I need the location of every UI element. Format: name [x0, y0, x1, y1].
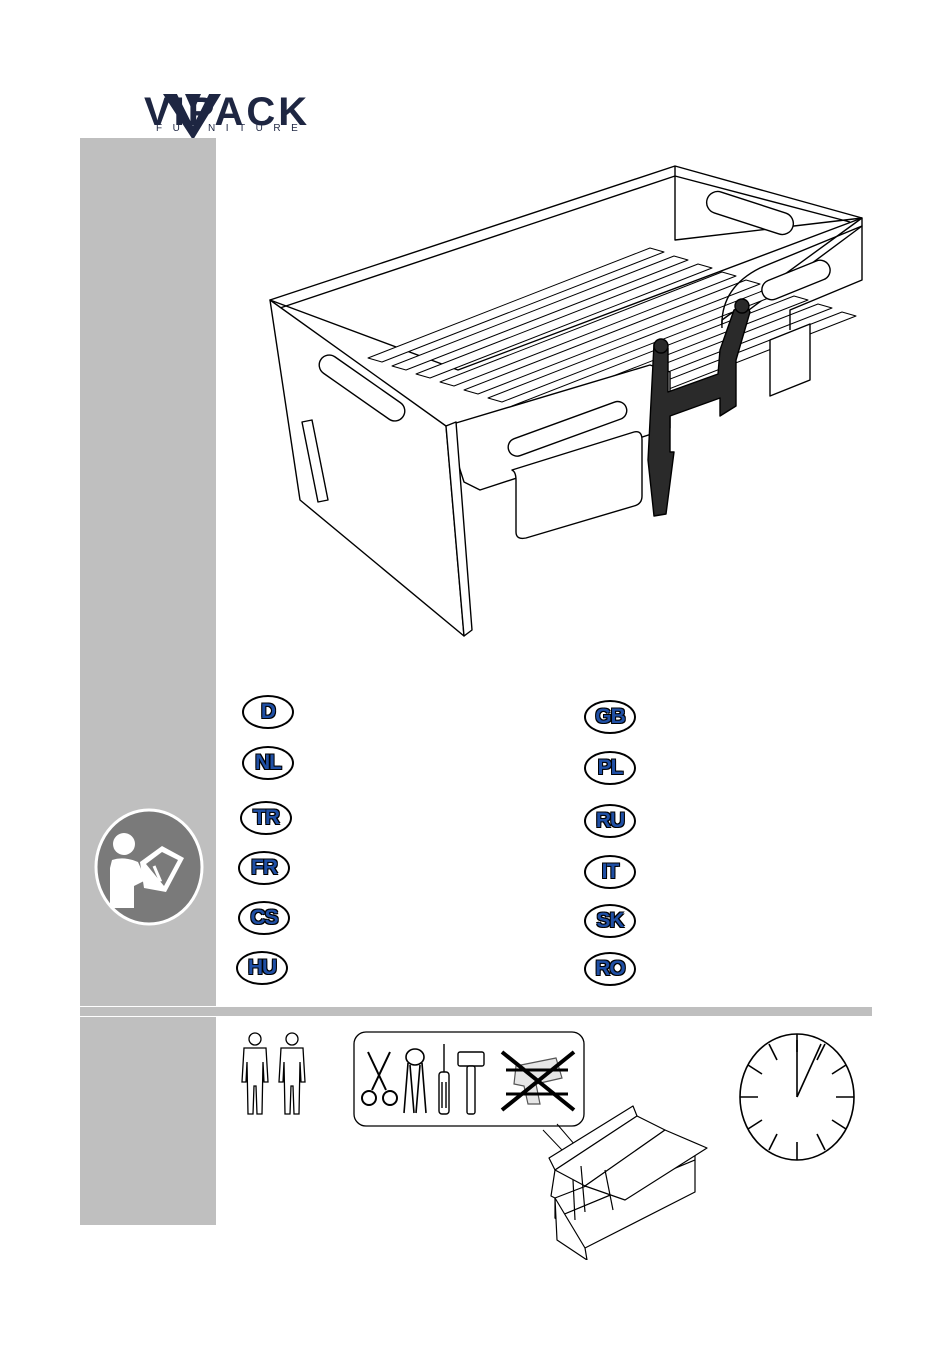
- screwdriver-icon: [434, 1042, 454, 1116]
- lang-badge-nl: NL: [242, 746, 294, 780]
- bed-illustration: [250, 160, 870, 650]
- hammer-icon: [456, 1050, 486, 1116]
- language-list-right: GB PL RU IT SK RO: [584, 700, 644, 1000]
- lang-badge-hu: HU: [236, 951, 288, 985]
- section-divider: [80, 1007, 872, 1016]
- toolbox-icon: [515, 1100, 715, 1260]
- lang-badge-fr: FR: [238, 851, 290, 885]
- lang-badge-gb: GB: [584, 700, 636, 734]
- lang-badge-sk: SK: [584, 904, 636, 938]
- clock-icon: [738, 1030, 858, 1164]
- lang-badge-ro: RO: [584, 952, 636, 986]
- brand-subtitle: FURNITURE: [156, 123, 308, 135]
- pincers-icon: [400, 1047, 430, 1115]
- two-persons-icon: [238, 1032, 312, 1116]
- language-list-left: D NL TR FR CS HU: [238, 695, 298, 995]
- lang-badge-d: D: [242, 695, 294, 729]
- lang-badge-tr: TR: [240, 801, 292, 835]
- lang-badge-cs: CS: [238, 901, 290, 935]
- lang-badge-ru: RU: [584, 804, 636, 838]
- scissors-icon: [360, 1050, 400, 1110]
- read-manual-icon: [94, 808, 204, 926]
- lang-badge-pl: PL: [584, 751, 636, 785]
- lang-badge-it: IT: [584, 855, 636, 889]
- sidebar-bottom-panel: [80, 1017, 216, 1225]
